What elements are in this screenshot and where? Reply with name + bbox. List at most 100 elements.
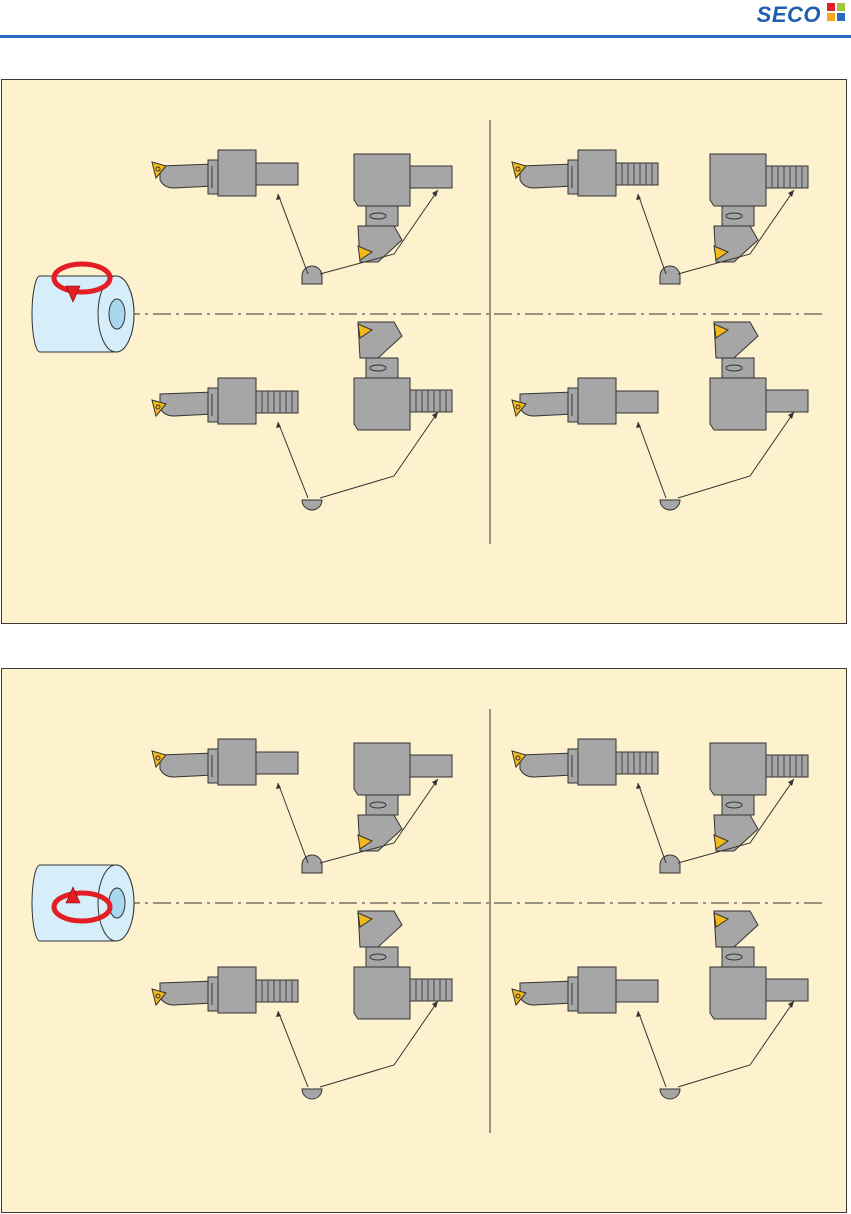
tool-hand-diagram-panel-ccw [1,79,847,624]
bar-collar [208,388,218,422]
workpiece [32,865,134,941]
pointer-arrowhead [788,412,794,419]
bar-collar [208,749,218,783]
pointer-arrowhead [788,190,794,197]
clamp-block [218,150,256,196]
boring-bar-tool [512,150,658,196]
pointer-line [638,194,666,274]
pointer-arrowhead [432,779,438,786]
cartridge [722,358,754,378]
shank [616,980,658,1002]
quadrant-top-left [152,150,452,284]
clamp-block [578,378,616,424]
pointer-arrowhead [276,783,281,789]
bar-collar [568,160,578,194]
pointer-arrowhead [432,412,438,419]
quadrant-top-left [152,739,452,873]
clamp-block [218,739,256,785]
holder-shank [410,166,452,188]
boring-bar-body [160,164,214,188]
pointer-arrowhead [636,194,641,200]
pointer-line [638,422,666,498]
shank [616,391,658,413]
clamp-block [218,967,256,1013]
pointer-arrowhead [276,194,281,200]
bar-collar [568,749,578,783]
tool-hand-diagram-ccw [2,80,848,625]
quadrant-bottom-right [512,911,808,1099]
boring-bar-body [160,753,214,777]
pointer-line [278,1011,308,1087]
boring-bar-tool [512,739,658,785]
holder-block [710,378,766,430]
quadrant-bottom-left [152,911,452,1099]
boring-bar-body [160,981,214,1005]
holder-block [354,967,410,1019]
pointer-line [638,1011,666,1087]
quadrant-top-right [512,739,808,873]
boring-bar-body [520,981,574,1005]
cartridge [366,947,398,967]
shank [256,163,298,185]
clamp-block [578,739,616,785]
quadrant-top-right [512,150,808,284]
boring-bar-tool [152,739,298,785]
pointer-arrowhead [788,779,794,786]
reference-half-disc [660,855,680,873]
block-holder-tool [354,154,452,262]
pointer-arrowhead [276,422,281,428]
cartridge [366,358,398,378]
holder-block [354,378,410,430]
seco-logo: SECO [757,2,821,28]
pointer-arrowhead [432,1001,438,1008]
pointer-arrowhead [276,1011,281,1017]
holder-shank [766,390,808,412]
quadrant-bottom-left [152,322,452,510]
reference-half-disc [302,1089,322,1099]
bar-collar [568,977,578,1011]
pointer-arrowhead [432,190,438,197]
reference-half-disc [660,500,680,510]
reference-half-disc [660,266,680,284]
holder-block [710,154,766,206]
seco-logo-squares-icon [827,3,845,21]
pointer-line [278,783,308,863]
seco-logo-text: SECO [757,2,821,27]
boring-bar-tool [512,967,658,1013]
holder-block [710,967,766,1019]
quadrant-bottom-right [512,322,808,510]
clamp-block [578,967,616,1013]
reference-half-disc [302,855,322,873]
pointer-arrowhead [636,1011,641,1017]
block-holder-tool [354,743,452,851]
cartridge [366,795,398,815]
workpiece-bore [109,299,125,329]
block-holder-tool [710,743,808,851]
bar-collar [208,160,218,194]
pointer-line [278,194,308,274]
boring-bar-body [520,164,574,188]
shank [256,752,298,774]
reference-half-disc [302,500,322,510]
reference-half-disc [302,266,322,284]
clamp-block [218,378,256,424]
pointer-arrowhead [636,422,641,428]
tool-hand-diagram-panel-cw [1,668,847,1213]
tool-hand-diagram-cw [2,669,848,1214]
boring-bar-tool [152,150,298,196]
boring-bar-tool [512,378,658,424]
header-rule [0,35,851,38]
pointer-line [638,783,666,863]
block-holder-tool [710,154,808,262]
cartridge [722,947,754,967]
holder-block [710,743,766,795]
boring-bar-tool [152,378,298,424]
page-header: SECO [0,0,851,40]
cartridge [722,206,754,226]
holder-block [354,154,410,206]
cartridge [366,206,398,226]
holder-block [354,743,410,795]
clamp-block [578,150,616,196]
bar-collar [208,977,218,1011]
pointer-arrowhead [788,1001,794,1008]
